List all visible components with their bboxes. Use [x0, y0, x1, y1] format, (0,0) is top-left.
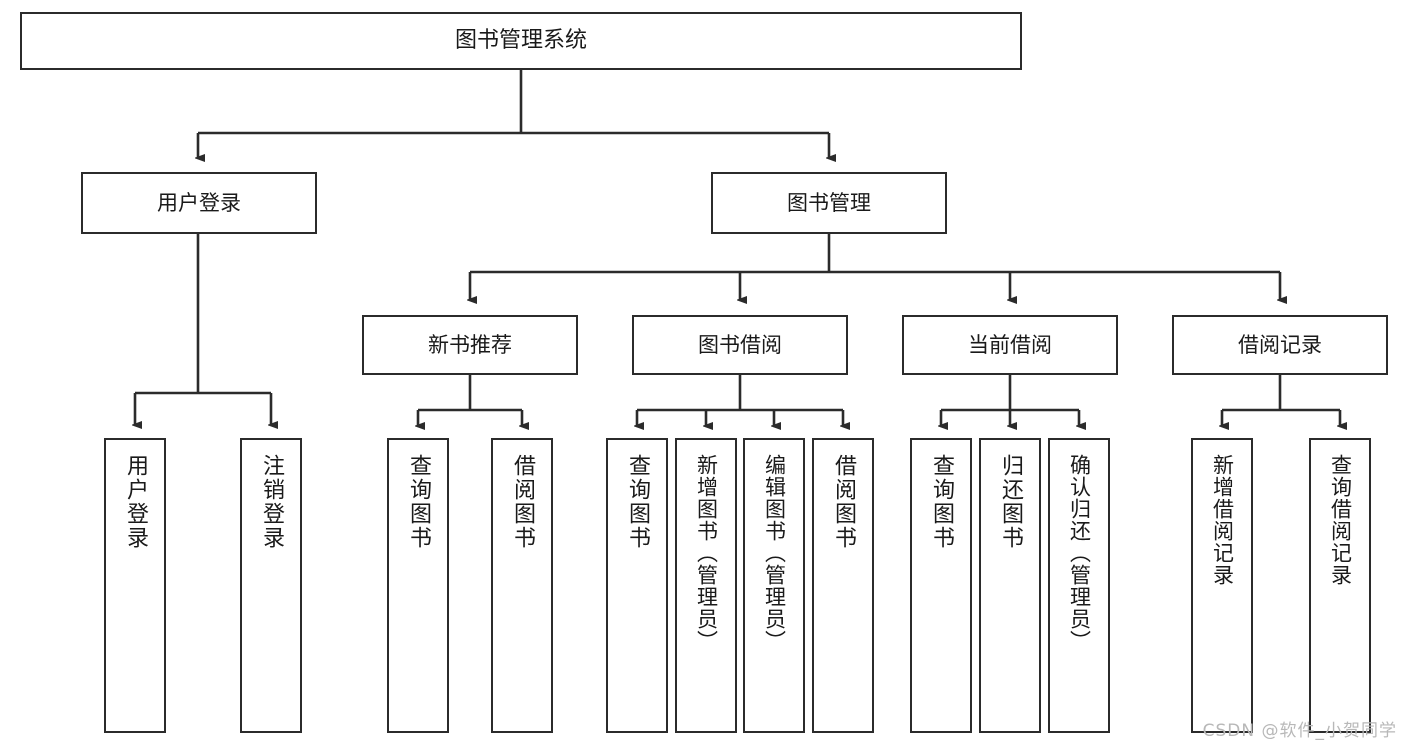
node-current-borrow[interactable]: 当前借阅 — [902, 315, 1118, 375]
node-label: 借阅图书 — [510, 454, 535, 550]
leaf-edit-book[interactable]: 编辑图书（管理员） — [743, 438, 805, 733]
node-label: 查询图书 — [625, 454, 650, 550]
leaf-user-login[interactable]: 用户登录 — [104, 438, 166, 733]
leaf-query-book-3[interactable]: 查询图书 — [910, 438, 972, 733]
node-label: 图书管理系统 — [454, 28, 587, 54]
leaf-return-book[interactable]: 归还图书 — [979, 438, 1041, 733]
node-label: 新增借阅记录 — [1210, 454, 1235, 586]
node-label: 新增图书（管理员） — [694, 454, 719, 652]
node-label: 查询图书 — [929, 454, 954, 550]
node-root[interactable]: 图书管理系统 — [20, 12, 1022, 70]
watermark: CSDN @软件_小贺同学 — [1202, 721, 1397, 741]
node-label: 当前借阅 — [968, 332, 1052, 357]
node-label: 图书管理 — [787, 190, 871, 215]
node-label: 新书推荐 — [428, 332, 512, 357]
leaf-query-book-1[interactable]: 查询图书 — [387, 438, 449, 733]
node-label: 编辑图书（管理员） — [762, 454, 787, 652]
node-new-book-recommend[interactable]: 新书推荐 — [362, 315, 578, 375]
node-label: 查询图书 — [406, 454, 431, 550]
node-book-manage[interactable]: 图书管理 — [711, 172, 947, 234]
node-label: 查询借阅记录 — [1328, 454, 1353, 586]
leaf-add-record[interactable]: 新增借阅记录 — [1191, 438, 1253, 733]
node-book-borrow[interactable]: 图书借阅 — [632, 315, 848, 375]
node-label: 注销登录 — [259, 454, 284, 550]
node-label: 图书借阅 — [698, 332, 782, 357]
node-label: 借阅图书 — [831, 454, 856, 550]
leaf-add-book[interactable]: 新增图书（管理员） — [675, 438, 737, 733]
node-label: 用户登录 — [157, 190, 241, 215]
node-user-login[interactable]: 用户登录 — [81, 172, 317, 234]
leaf-query-book-2[interactable]: 查询图书 — [606, 438, 668, 733]
leaf-user-logout[interactable]: 注销登录 — [240, 438, 302, 733]
leaf-query-record[interactable]: 查询借阅记录 — [1309, 438, 1371, 733]
leaf-confirm-return[interactable]: 确认归还（管理员） — [1048, 438, 1110, 733]
node-label: 归还图书 — [998, 454, 1023, 550]
leaf-borrow-book-2[interactable]: 借阅图书 — [812, 438, 874, 733]
node-label: 确认归还（管理员） — [1067, 454, 1092, 652]
node-borrow-record[interactable]: 借阅记录 — [1172, 315, 1388, 375]
node-label: 用户登录 — [123, 454, 148, 550]
leaf-borrow-book-1[interactable]: 借阅图书 — [491, 438, 553, 733]
node-label: 借阅记录 — [1238, 332, 1322, 357]
